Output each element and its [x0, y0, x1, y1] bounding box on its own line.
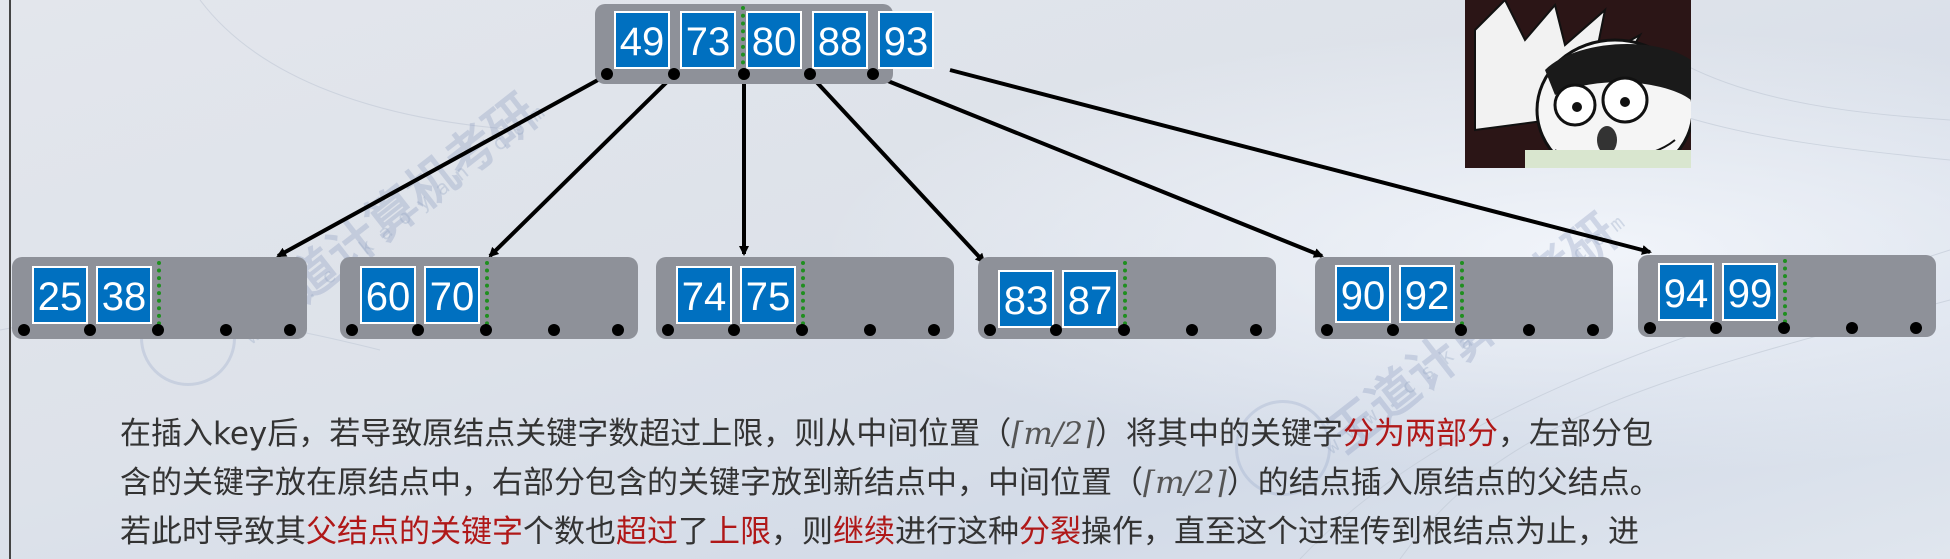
child-pointer [1523, 324, 1535, 336]
edge-to-child-6 [949, 68, 1652, 255]
root-key: 93 [878, 11, 934, 69]
child-pointer [1644, 322, 1656, 334]
root-node: 49 73 80 88 93 [595, 4, 934, 84]
root-key: 80 [746, 11, 802, 69]
child-node: 25 38 [12, 257, 307, 339]
child-pointer [601, 68, 613, 80]
child-pointer [18, 324, 30, 336]
child-pointer [1118, 324, 1130, 336]
root-key: 88 [812, 11, 868, 69]
child-pointer [804, 68, 816, 80]
child-pointer [796, 324, 808, 336]
edge-to-child-4 [808, 73, 986, 264]
child-pointer [1250, 324, 1262, 336]
child-pointer [612, 324, 624, 336]
caption-line-2: 含的关键字放在原结点中，右部分包含的关键字放到新结点中，中间位置（⌈m/2⌉）的… [120, 465, 1661, 501]
child-key: 92 [1399, 265, 1455, 323]
child-pointer [480, 324, 492, 336]
child-key: 90 [1335, 265, 1391, 323]
child-pointer [84, 324, 96, 336]
child-key: 94 [1658, 263, 1714, 321]
edge-to-child-5 [872, 73, 1324, 258]
root-key: 73 [680, 11, 736, 69]
child-pointer [1050, 324, 1062, 336]
child-key: 74 [676, 266, 732, 324]
child-pointer [1186, 324, 1198, 336]
root-key: 49 [614, 11, 670, 69]
child-pointer [728, 324, 740, 336]
child-pointer [1846, 322, 1858, 334]
child-pointer [984, 324, 996, 336]
child-node: 90 92 [1315, 257, 1613, 339]
child-pointer [1455, 324, 1467, 336]
split-divider [741, 6, 745, 80]
child-pointer [738, 68, 750, 80]
child-key: 25 [32, 266, 88, 324]
child-pointer [864, 324, 876, 336]
split-divider [1460, 261, 1464, 333]
caption-line-3: 若此时导致其父结点的关键字个数也超过了上限，则继续进行这种分裂操作，直至这个过程… [120, 514, 1639, 550]
child-key: 99 [1722, 263, 1778, 321]
child-key: 87 [1062, 270, 1118, 328]
child-node: 74 75 [656, 257, 954, 339]
child-pointer [284, 324, 296, 336]
child-key: 83 [998, 270, 1054, 328]
child-key: 70 [424, 266, 480, 324]
child-node: 60 70 [340, 257, 638, 339]
child-pointer [867, 68, 879, 80]
child-pointer [928, 324, 940, 336]
child-pointer [1587, 324, 1599, 336]
child-pointer [220, 324, 232, 336]
split-divider [1783, 259, 1787, 331]
child-pointer [548, 324, 560, 336]
child-pointer [662, 324, 674, 336]
child-pointer [1778, 322, 1790, 334]
child-pointer [1387, 324, 1399, 336]
shocked-cartoon-face-icon [1465, 0, 1691, 168]
child-node: 83 87 [978, 257, 1276, 339]
caption-line-1: 在插入key后，若导致原结点关键字数超过上限，则从中间位置（⌈m/2⌉）将其中的… [120, 416, 1654, 452]
split-divider [157, 261, 161, 333]
child-key: 75 [740, 266, 796, 324]
edge-to-child-2 [488, 73, 676, 258]
child-pointer [1321, 324, 1333, 336]
edge-to-child-1 [276, 73, 608, 258]
split-divider [801, 261, 805, 333]
child-pointer [346, 324, 358, 336]
child-pointer [668, 68, 680, 80]
child-pointer [1910, 322, 1922, 334]
watermark-seal [1235, 400, 1331, 496]
split-divider [1123, 261, 1127, 333]
split-divider [485, 261, 489, 333]
child-key: 60 [360, 266, 416, 324]
child-pointer [412, 324, 424, 336]
child-node: 94 99 [1638, 255, 1936, 337]
child-key: 38 [96, 266, 152, 324]
child-pointer [1710, 322, 1722, 334]
child-pointer [152, 324, 164, 336]
explanation-text: 在插入key后，若导致原结点关键字数超过上限，则从中间位置（⌈m/2⌉）将其中的… [120, 410, 1840, 557]
